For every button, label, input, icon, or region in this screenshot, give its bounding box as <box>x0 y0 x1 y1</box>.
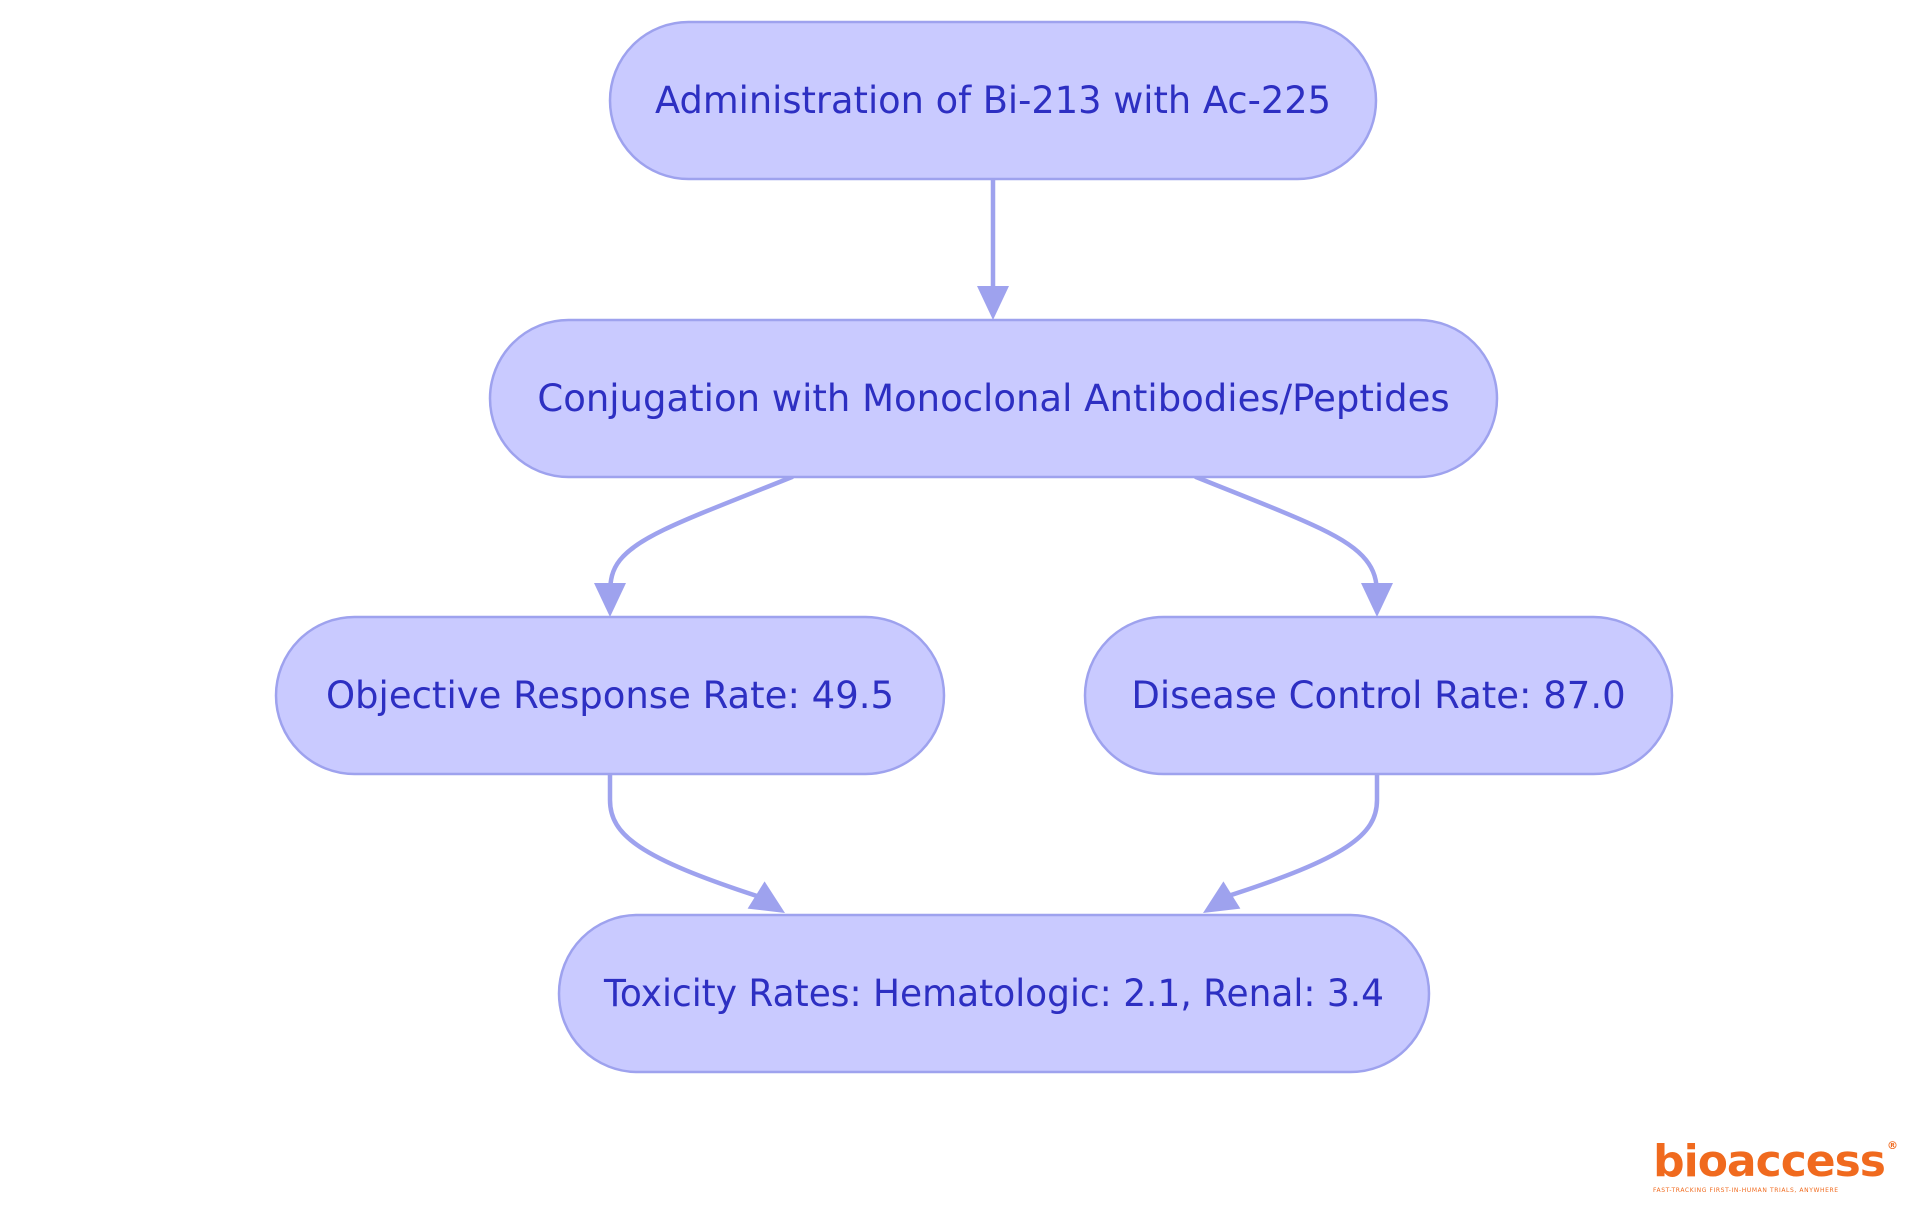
node-label-orr: Objective Response Rate: 49.5 <box>326 674 894 717</box>
arrowheads-group <box>594 286 1393 913</box>
arrowhead-administration-to-conjugation <box>977 286 1009 320</box>
node-conjugation: Conjugation with Monoclonal Antibodies/P… <box>488 318 1499 479</box>
node-label-dcr: Disease Control Rate: 87.0 <box>1131 674 1625 717</box>
logo-tagline: FAST-TRACKING FIRST-IN-HUMAN TRIALS, ANY… <box>1653 1187 1839 1194</box>
nodes-group: Administration of Bi-213 with Ac-225Conj… <box>274 20 1674 1074</box>
arrowhead-orr-to-toxicity <box>747 881 785 913</box>
edge-orr-to-toxicity <box>607 771 763 900</box>
arrowhead-conjugation-to-dcr <box>1361 583 1393 617</box>
node-shape-orr <box>274 615 946 776</box>
node-administration: Administration of Bi-213 with Ac-225 <box>608 20 1378 181</box>
node-shape-conjugation <box>488 318 1499 479</box>
logo-name: bioaccess <box>1653 1136 1886 1187</box>
node-orr: Objective Response Rate: 49.5 <box>274 615 946 776</box>
node-shape-toxicity <box>557 913 1431 1074</box>
logo-registered-mark: ® <box>1887 1139 1898 1152</box>
node-toxicity: Toxicity Rates: Hematologic: 2.1, Renal:… <box>557 913 1431 1074</box>
logo-wordmark: bioaccess ® <box>1653 1140 1898 1184</box>
edge-dcr-to-toxicity <box>1222 771 1380 900</box>
arrowhead-dcr-to-toxicity <box>1203 881 1241 913</box>
node-label-conjugation: Conjugation with Monoclonal Antibodies/P… <box>537 377 1449 420</box>
arrowhead-conjugation-to-orr <box>594 583 626 617</box>
node-label-toxicity: Toxicity Rates: Hematologic: 2.1, Renal:… <box>603 972 1384 1015</box>
bioaccess-logo: bioaccess ® FAST-TRACKING FIRST-IN-HUMAN… <box>1650 1140 1898 1195</box>
edges-group <box>607 176 1380 900</box>
node-dcr: Disease Control Rate: 87.0 <box>1083 615 1674 776</box>
edge-conjugation-to-orr <box>607 474 795 598</box>
node-shape-dcr <box>1083 615 1674 776</box>
node-shape-administration <box>608 20 1378 181</box>
edge-conjugation-to-dcr <box>1193 474 1380 598</box>
node-label-administration: Administration of Bi-213 with Ac-225 <box>655 79 1331 122</box>
